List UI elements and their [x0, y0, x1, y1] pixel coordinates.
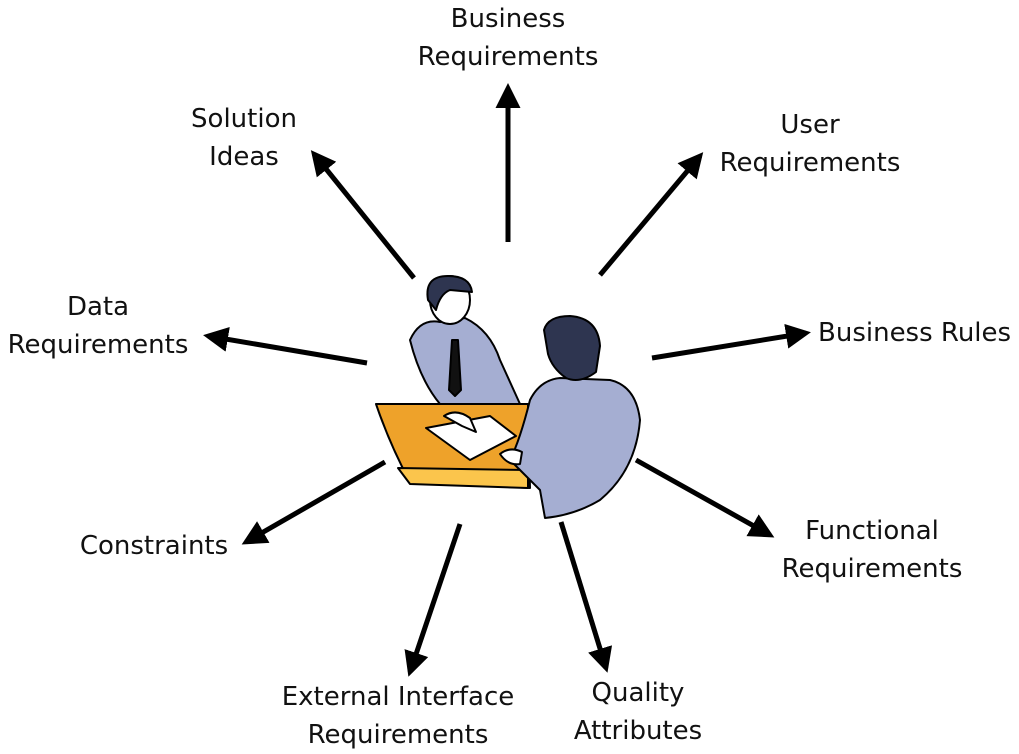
- label-data-requirements: Data Requirements: [8, 288, 189, 364]
- arrow-user-requirements: [598, 152, 704, 277]
- label-external-interface-requirements: External Interface Requirements: [282, 678, 515, 754]
- label-line: Requirements: [7, 330, 189, 360]
- arrow-quality-attributes: [558, 521, 613, 673]
- label-functional-requirements: Functional Requirements: [782, 512, 963, 588]
- label-line: User: [780, 110, 840, 140]
- label-constraints: Constraints: [80, 527, 228, 565]
- label-solution-ideas: Solution Ideas: [191, 100, 297, 176]
- label-line: Functional: [805, 516, 939, 546]
- label-line: Business: [450, 4, 566, 34]
- label-line: Data: [66, 292, 130, 322]
- label-line: Solution: [191, 104, 297, 134]
- label-line: Quality: [591, 678, 685, 708]
- person-right-body: [509, 377, 641, 519]
- arrow-business-rules: [651, 323, 811, 361]
- label-line: Requirements: [417, 42, 599, 72]
- meeting-illustration: [375, 275, 641, 519]
- desk-edge: [397, 467, 529, 489]
- label-user-requirements: User Requirements: [720, 106, 901, 182]
- label-line: Requirements: [719, 148, 901, 178]
- label-business-rules: Business Rules: [818, 314, 1011, 352]
- label-line: Business Rules: [818, 318, 1012, 348]
- arrow-external-interface-requirements: [404, 523, 463, 677]
- label-business-requirements: Business Requirements: [418, 0, 599, 76]
- person-left-body: [409, 317, 521, 405]
- person-left-tie: [448, 339, 462, 397]
- label-line: Requirements: [781, 554, 963, 584]
- person-right-hair: [543, 315, 601, 381]
- label-line: Constraints: [79, 531, 229, 561]
- arrow-constraints: [241, 459, 387, 545]
- arrow-data-requirements: [203, 327, 368, 366]
- label-line: External Interface: [281, 682, 515, 712]
- label-line: Requirements: [307, 720, 489, 750]
- arrow-functional-requirements: [634, 457, 775, 538]
- label-quality-attributes: Quality Attributes: [574, 674, 702, 750]
- person-left-hair: [426, 275, 473, 311]
- arrow-solution-ideas: [310, 150, 416, 280]
- label-line: Attributes: [573, 716, 703, 746]
- label-line: Ideas: [209, 142, 279, 172]
